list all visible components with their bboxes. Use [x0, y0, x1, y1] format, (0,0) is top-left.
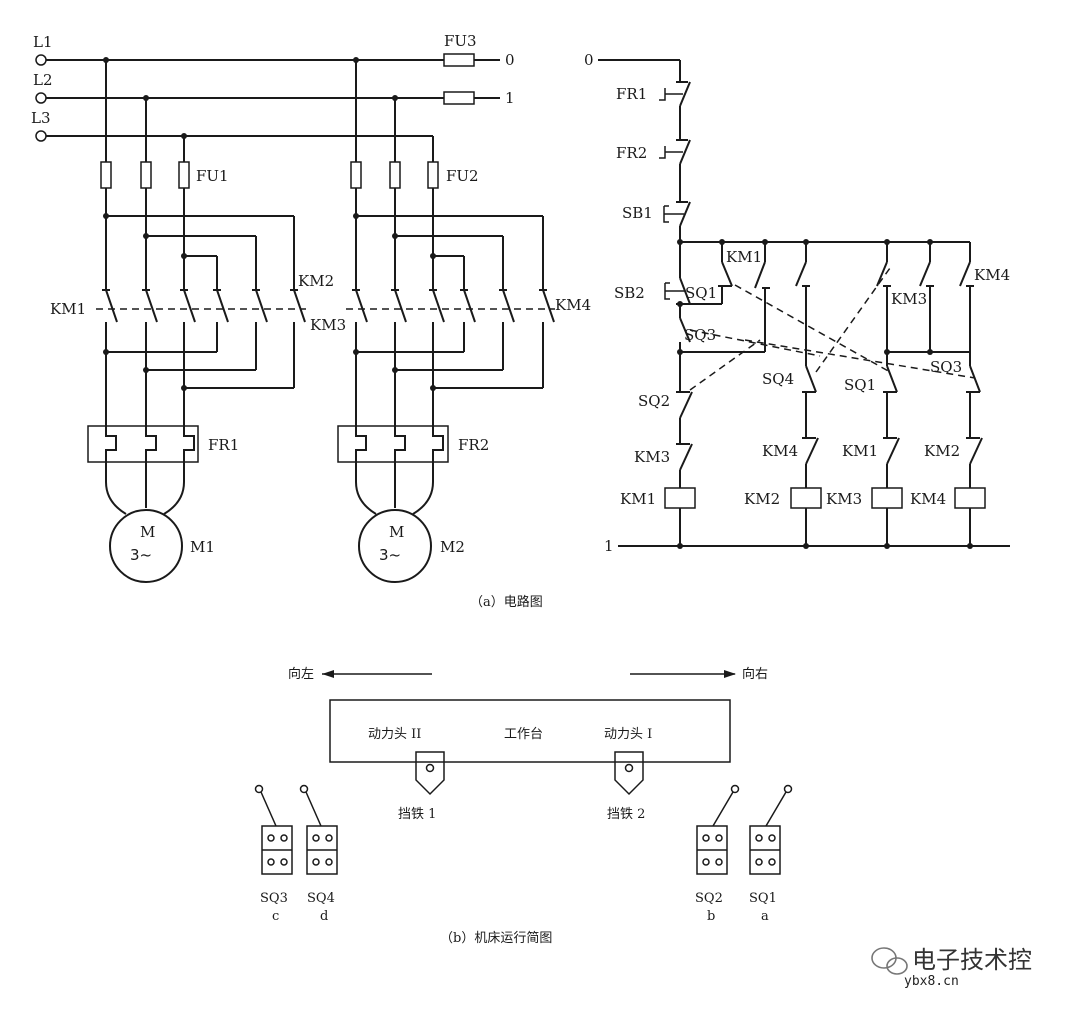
- thermal-relay-fr1: [87, 425, 199, 463]
- label-km4-interlock: KM4: [762, 442, 798, 460]
- worktable: [329, 699, 731, 763]
- label-km1-interlock: KM1: [842, 442, 878, 460]
- label-km2-power: KM2: [298, 272, 334, 290]
- label-fu3: FU3: [444, 32, 477, 50]
- label-sq3-ctrl-b: SQ3: [930, 358, 962, 376]
- motor-m1: [109, 509, 183, 583]
- label-sq1-ctrl-a: SQ1: [685, 284, 717, 302]
- label-km2-interlock: KM2: [924, 442, 960, 460]
- limit-switch-sq3: [254, 784, 293, 875]
- watermark: 电子技术控 ybx8.cn: [871, 946, 1032, 989]
- label-stop-1: 挡铁 1: [398, 807, 436, 822]
- label-fr1-ctrl: FR1: [616, 85, 647, 103]
- limit-switch-sq4: [299, 784, 338, 875]
- label-km1-power: KM1: [50, 300, 86, 318]
- label-sb1: SB1: [622, 204, 653, 222]
- terminal-l3: [35, 130, 47, 142]
- label-sq2: SQ2: [695, 891, 723, 906]
- label-sq2-ctrl: SQ2: [638, 392, 670, 410]
- coil-km1: [664, 487, 696, 509]
- motor-m1-symbol: M: [140, 523, 155, 541]
- label-m2: M2: [440, 538, 465, 556]
- stop-block-1: [415, 751, 445, 796]
- motor-m2-symbol: M: [389, 523, 404, 541]
- coil-km4: [954, 487, 986, 509]
- label-km3-power: KM3: [310, 316, 346, 334]
- label-m1: M1: [190, 538, 215, 556]
- label-worktable: 工作台: [504, 727, 543, 742]
- label-l1: L1: [33, 33, 53, 51]
- label-fr2-power: FR2: [458, 436, 489, 454]
- label-b: b: [707, 909, 715, 924]
- label-fr1-power: FR1: [208, 436, 239, 454]
- motor-m2-phase: 3~: [379, 546, 401, 564]
- contacts-km1-km2: [102, 289, 306, 323]
- motor-m1-phase: 3~: [130, 546, 152, 564]
- contacts-km3-km4: [352, 289, 555, 323]
- label-coil-km3: KM3: [826, 490, 862, 508]
- label-head-1: 动力头 I: [604, 727, 652, 742]
- label-km1-aux: KM1: [726, 248, 762, 266]
- power-circuit: L1 L2 L3 FU3 0 1 FU1: [31, 32, 591, 583]
- terminal-l2: [35, 92, 47, 104]
- fuse-fu3-b: [443, 91, 475, 105]
- label-fu1: FU1: [196, 167, 229, 185]
- fuse-fu1-b: [140, 161, 152, 189]
- caption-b: （b）机床运行简图: [440, 930, 552, 946]
- wechat-icon: [871, 947, 908, 975]
- fuse-fu1-a: [100, 161, 112, 189]
- label-out-0: 0: [505, 51, 515, 69]
- label-d: d: [320, 909, 328, 924]
- fuse-fu3-a: [443, 53, 475, 67]
- fuse-fu2-c: [427, 161, 439, 189]
- label-km4-aux: KM4: [974, 266, 1010, 284]
- label-sq4: SQ4: [307, 891, 335, 906]
- label-head-2: 动力头 II: [368, 727, 421, 742]
- label-c: c: [272, 909, 279, 924]
- label-l2: L2: [33, 71, 53, 89]
- label-coil-km4: KM4: [910, 490, 946, 508]
- label-move-right: 向右: [742, 666, 768, 682]
- label-move-left: 向左: [288, 666, 314, 682]
- label-coil-km1: KM1: [620, 490, 656, 508]
- limit-switch-sq2: [696, 784, 740, 875]
- label-stop-2: 挡铁 2: [607, 807, 645, 822]
- label-fr2-ctrl: FR2: [616, 144, 647, 162]
- label-sb2: SB2: [614, 284, 645, 302]
- fuse-fu2-a: [350, 161, 362, 189]
- label-l3: L3: [31, 109, 51, 127]
- label-sq1: SQ1: [749, 891, 777, 906]
- stop-block-2: [614, 751, 644, 796]
- coil-km2: [790, 487, 822, 509]
- label-fu2: FU2: [446, 167, 479, 185]
- limit-switch-sq1: [749, 784, 793, 875]
- fuse-fu1-c: [178, 161, 190, 189]
- watermark-name: 电子技术控: [912, 946, 1032, 974]
- label-km3-interlock: KM3: [634, 448, 670, 466]
- terminal-l1: [35, 54, 47, 66]
- label-sq1-ctrl-b: SQ1: [844, 376, 876, 394]
- machine-diagram: 向左 向右 动力头 II 工作台 动力头 I 挡铁 1 挡铁 2: [254, 666, 793, 924]
- label-a: a: [761, 909, 769, 924]
- label-sq4-ctrl: SQ4: [762, 370, 794, 388]
- label-km4-power: KM4: [555, 296, 591, 314]
- label-node-0: 0: [584, 51, 594, 69]
- watermark-site: ybx8.cn: [904, 974, 959, 989]
- label-km3-aux: KM3: [891, 290, 927, 308]
- label-node-1: 1: [604, 537, 614, 555]
- coil-km3: [871, 487, 903, 509]
- label-out-1: 1: [505, 89, 515, 107]
- fuse-fu2-b: [389, 161, 401, 189]
- label-coil-km2: KM2: [744, 490, 780, 508]
- thermal-relay-fr2: [337, 425, 449, 463]
- control-circuit: 0 FR1 FR2 SB1 SB2: [584, 51, 1010, 555]
- label-sq3-ctrl-a: SQ3: [684, 326, 716, 344]
- motor-m2: [358, 509, 432, 583]
- caption-a: （a）电路图: [470, 594, 543, 610]
- label-sq3: SQ3: [260, 891, 288, 906]
